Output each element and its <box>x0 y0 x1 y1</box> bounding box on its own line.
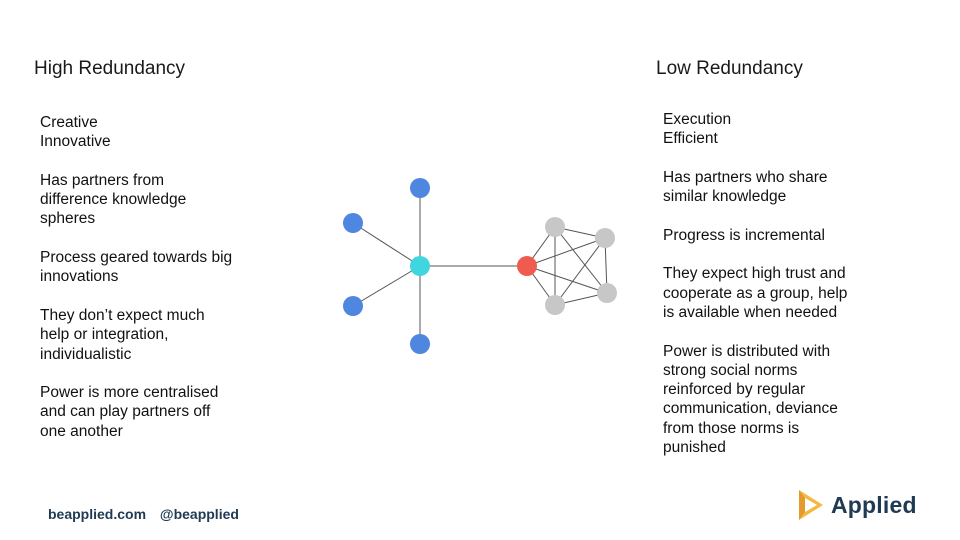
brand-logo: Applied <box>797 488 917 522</box>
trait-paragraph: Process geared towards big innovations <box>40 249 233 286</box>
trait-paragraph: Execution Efficient <box>663 111 732 148</box>
nodes <box>343 178 617 354</box>
spoke-node <box>410 334 430 354</box>
applied-logo-icon <box>799 490 823 520</box>
high-redundancy-heading: High Redundancy <box>34 58 186 79</box>
cluster-node <box>597 283 617 303</box>
trait-paragraph: Power is distributed with strong social … <box>663 342 838 457</box>
trait-paragraph: Creative Innovative <box>40 114 111 151</box>
website-link[interactable]: beapplied.com <box>48 506 147 522</box>
trait-paragraph: Power is more centralised and can play p… <box>40 384 219 440</box>
edge <box>554 226 608 294</box>
cluster-node <box>595 228 615 248</box>
spoke-node <box>343 296 363 316</box>
footer: beapplied.com @beapplied <box>48 506 239 522</box>
low-redundancy-traits: Execution Efficient Has partners who sha… <box>663 110 903 477</box>
cluster-node <box>545 217 565 237</box>
low-redundancy-heading: Low Redundancy <box>656 58 803 79</box>
edge <box>554 237 606 306</box>
brand-name: Applied <box>831 491 917 518</box>
edge <box>526 237 606 267</box>
spoke-node <box>343 213 363 233</box>
trait-paragraph: Has partners from difference knowledge s… <box>40 171 187 228</box>
hub-node <box>410 256 430 276</box>
edge <box>526 265 608 294</box>
edge <box>352 265 421 307</box>
spoke-node <box>410 178 430 198</box>
network-diagram <box>343 178 617 354</box>
cluster-node <box>545 295 565 315</box>
trait-paragraph: Has partners who share similar knowledge <box>663 168 828 206</box>
bridge-node <box>517 256 537 276</box>
trait-paragraph: Progress is incremental <box>663 226 825 244</box>
edges <box>352 188 608 344</box>
social-handle[interactable]: @beapplied <box>159 506 239 522</box>
trait-paragraph: They expect high trust and cooperate as … <box>663 265 848 321</box>
high-redundancy-traits: Creative Innovative Has partners from di… <box>40 113 290 460</box>
edge <box>352 222 421 267</box>
trait-paragraph: They don’t expect much help or integrati… <box>40 306 205 363</box>
